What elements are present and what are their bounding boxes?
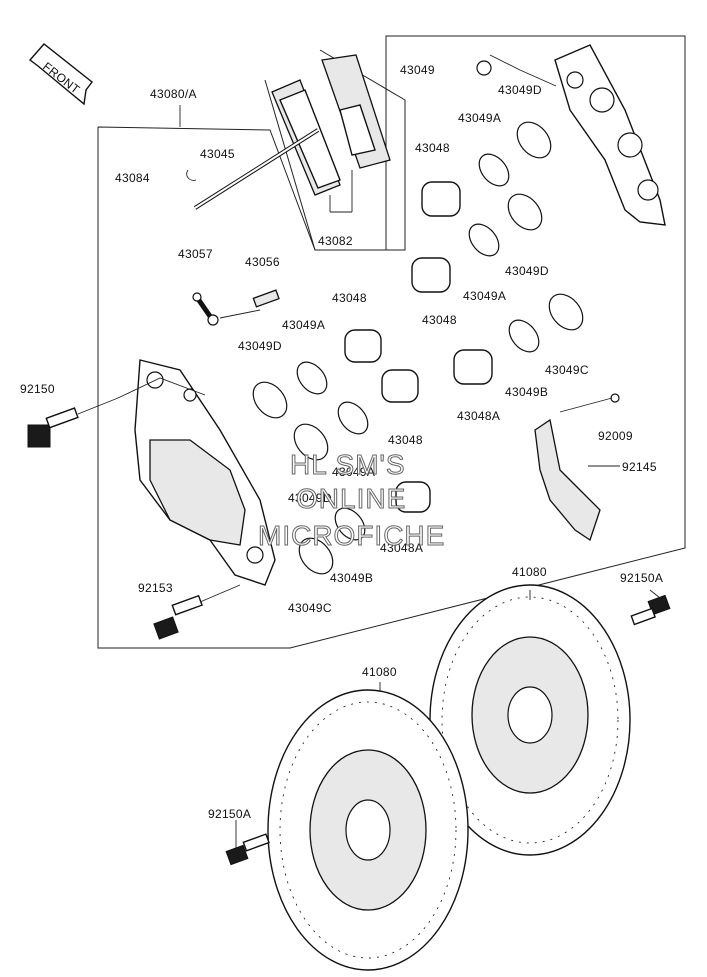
- label-seal-a-left2: 43049A: [332, 465, 375, 479]
- front-arrow-icon: FRONT: [28, 43, 93, 106]
- brake-pads: [271, 54, 391, 213]
- label-seal-a-left: 43049A: [282, 318, 325, 332]
- pad-pin: [186, 128, 320, 210]
- label-bolt-lower: 92153: [138, 581, 173, 595]
- label-caliper-assy: 43080/A: [150, 87, 197, 101]
- label-washer: 43049: [400, 63, 435, 77]
- watermark: HL SM'S ONLINE MICROFICHE: [258, 449, 445, 552]
- bleeder-valve: [252, 289, 280, 308]
- bolt-92150: [27, 407, 79, 448]
- label-pin: 43045: [200, 147, 235, 161]
- label-screw: 92009: [598, 429, 633, 443]
- label-seal-c-left: 43049C: [288, 601, 332, 615]
- label-bleeder: 43056: [245, 255, 280, 269]
- label-disc-right: 41080: [512, 565, 547, 579]
- pad-spring-guard: [534, 393, 620, 542]
- label-bracket: 43057: [178, 247, 213, 261]
- label-disc-bolt-left: 92150A: [208, 807, 251, 821]
- label-piston-left: 43048: [332, 291, 367, 305]
- pad-frame: [264, 49, 406, 251]
- label-seal-c-right: 43049C: [545, 363, 589, 377]
- bracket-43057: [192, 292, 219, 326]
- label-pin-clip: 43084: [115, 171, 150, 185]
- label-disc-left: 41080: [362, 665, 397, 679]
- brake-disc-right: [429, 584, 631, 856]
- label-seal-d-top: 43049D: [498, 83, 542, 97]
- watermark-line3: MICROFICHE: [258, 520, 445, 551]
- watermark-line1: HL SM'S: [290, 449, 406, 480]
- label-seal-a-top: 43049A: [458, 111, 501, 125]
- label-seal-d-mid: 43049D: [505, 264, 549, 278]
- watermark-line2: ONLINE: [296, 483, 406, 514]
- label-piston-left2: 43048: [388, 433, 423, 447]
- brake-disc-left: [267, 682, 469, 971]
- left-pistons-seals: [252, 329, 431, 575]
- label-bolt-left: 92150: [20, 382, 55, 396]
- label-seal-b-left: 43049B: [330, 571, 373, 585]
- label-piston-mid-right: 43048: [422, 313, 457, 327]
- caliper-body-left: [117, 359, 276, 586]
- label-guard: 92145: [622, 460, 657, 474]
- label-seal-d-left: 43049D: [238, 339, 282, 353]
- label-seal-d-left2: 43049D: [288, 491, 332, 505]
- bolt-92153: [153, 594, 203, 640]
- label-seal-b-right: 43049B: [505, 385, 548, 399]
- label-piston-a-left: 43048A: [380, 541, 423, 555]
- label-seal-a-mid: 43049A: [463, 289, 506, 303]
- label-pads: 43082: [318, 234, 353, 248]
- label-disc-bolt-right: 92150A: [620, 571, 663, 585]
- label-piston-a-right: 43048A: [457, 409, 500, 423]
- label-piston-top: 43048: [415, 141, 450, 155]
- disc-bolt-92150a-left: [225, 820, 270, 866]
- right-pistons-seals: [411, 54, 584, 385]
- disc-bolt-92150a-right: [630, 589, 671, 626]
- caliper-body-right: [554, 44, 666, 226]
- caliper-assy-frame: [97, 35, 686, 649]
